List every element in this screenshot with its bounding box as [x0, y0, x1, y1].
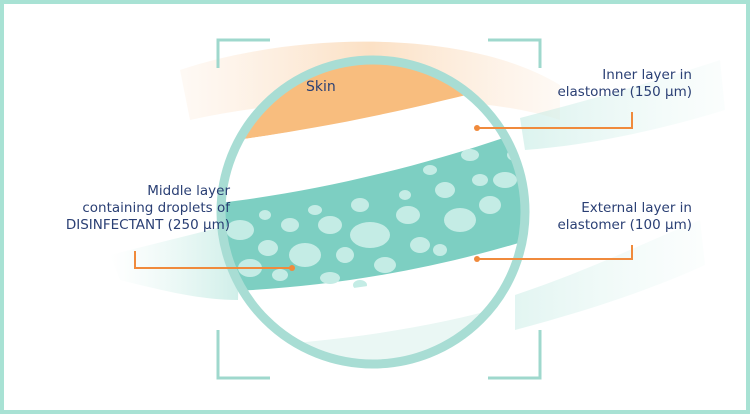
- inner-layer-label-line-1: Inner layer in: [557, 67, 692, 84]
- middle-layer-label-line-2: containing droplets of: [20, 200, 230, 217]
- external-layer-label: External layer in elastomer (100 µm): [557, 200, 692, 234]
- middle-layer-label-line-3: DISINFECTANT (250 µm): [20, 217, 230, 234]
- middle-layer-label-line-1: Middle layer: [20, 183, 230, 200]
- external-layer-label-line-1: External layer in: [557, 200, 692, 217]
- external-layer-label-line-2: elastomer (100 µm): [557, 217, 692, 234]
- inner-layer-label: Inner layer in elastomer (150 µm): [557, 67, 692, 101]
- skin-label-text: Skin: [306, 79, 336, 96]
- skin-label: Skin: [306, 79, 336, 96]
- inner-layer-label-line-2: elastomer (150 µm): [557, 84, 692, 101]
- middle-layer-label: Middle layer containing droplets of DISI…: [20, 183, 230, 234]
